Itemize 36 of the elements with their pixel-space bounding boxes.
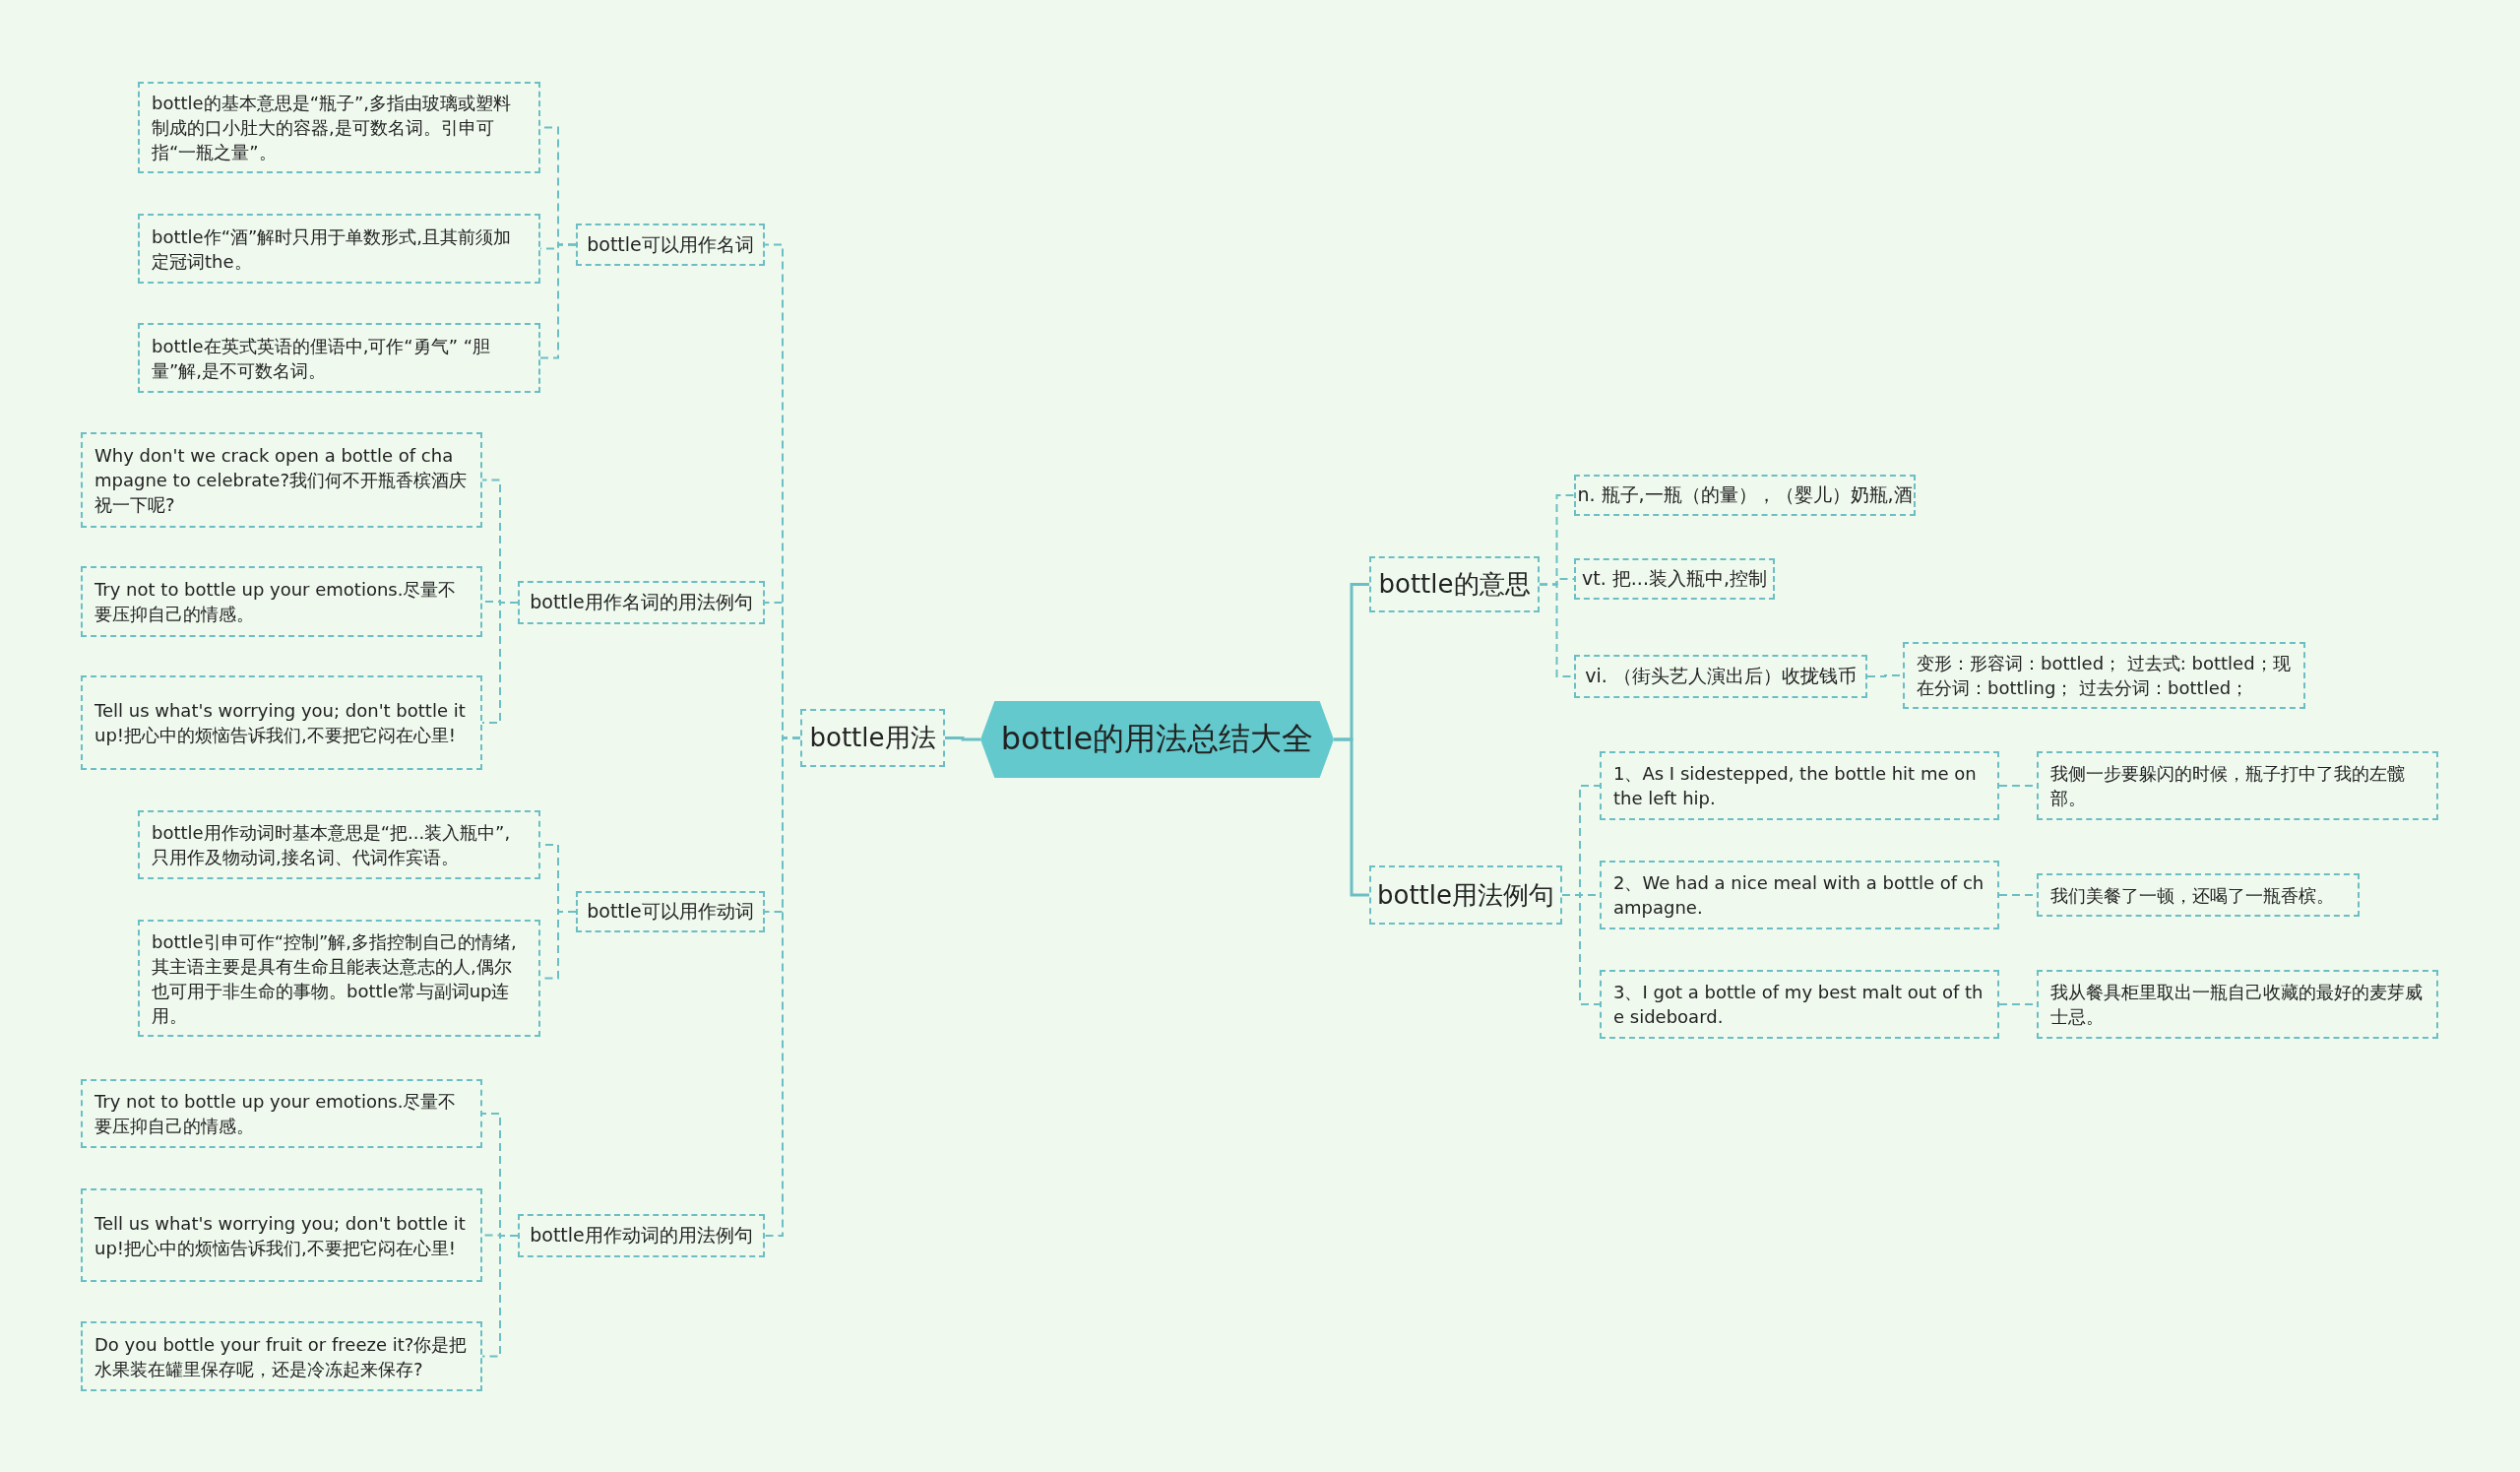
subtopic-box: bottle可以用作名词 — [576, 224, 765, 266]
subtopic-box: vi. （街头艺人演出后）收拢钱币 — [1574, 655, 1867, 698]
note-box: 2、We had a nice meal with a bottle of champagne. — [1600, 861, 1999, 929]
subtopic-box: bottle用作名词的用法例句 — [518, 581, 765, 624]
connector-line — [481, 602, 519, 724]
branch-topic: bottle的意思 — [1369, 556, 1540, 612]
subtopic-box: vt. 把...装入瓶中,控制 — [1574, 558, 1775, 600]
note-box: 我侧一步要躲闪的时候，瓶子打中了我的左髋部。 — [2037, 751, 2438, 820]
note-box: 我们美餐了一顿，还喝了一瓶香槟。 — [2037, 873, 2360, 917]
subtopic-box: n. 瓶子,一瓶（的量），（婴儿）奶瓶,酒 — [1574, 475, 1916, 516]
note-box: 变形：形容词：bottled； 过去式: bottled；现在分词：bottling； 过去分词：bottled； — [1903, 642, 2305, 709]
note-box: 1、As I sidestepped, the bottle hit me on the left hip. — [1600, 751, 1999, 820]
note-box: Tell us what's worrying you; don't bottle it up!把心中的烦恼告诉我们,不要把它闷在心里! — [81, 675, 482, 770]
note-box: bottle引申可作“控制”解,多指控制自己的情绪,其主语主要是具有生命且能表达意志的人,偶尔也可用于非生命的事物。bottle常与副词up连用。 — [138, 920, 540, 1037]
subtopic-box: bottle用作动词的用法例句 — [518, 1214, 765, 1257]
connector-line — [1561, 894, 1601, 1005]
note-box: bottle用作动词时基本意思是“把...装入瓶中”,只用作及物动词,接名词、代词作宾语。 — [138, 810, 540, 879]
note-box: Do you bottle your fruit or freeze it?你是把水果装在罐里保存呢，还是冷冻起来保存? — [81, 1321, 482, 1391]
connector-line — [1334, 737, 1369, 897]
branch-topic: bottle用法 — [800, 709, 945, 767]
connector-line — [481, 1235, 519, 1358]
note-box: Tell us what's worrying you; don't bottle it up!把心中的烦恼告诉我们,不要把它闷在心里! — [81, 1188, 482, 1282]
note-box: 我从餐具柜里取出一瓶自己收藏的最好的麦芽威士忌。 — [2037, 970, 2438, 1039]
note-box: bottle的基本意思是“瓶子”,多指由玻璃或塑料制成的口小肚大的容器,是可数名词。引申可指“一瓶之量”。 — [138, 82, 540, 173]
connector-line — [539, 243, 577, 359]
note-box: Try not to bottle up your emotions.尽量不要压抑自己的情感。 — [81, 566, 482, 637]
note-box: 3、I got a bottle of my best malt out of the sideboard. — [1600, 970, 1999, 1039]
connector-line — [764, 736, 801, 1237]
note-box: bottle作“酒”解时只用于单数形式,且其前须加定冠词the。 — [138, 214, 540, 284]
connector-line — [945, 736, 980, 741]
note-box: bottle在英式英语的俚语中,可作“勇气” “胆量”解,是不可数名词。 — [138, 323, 540, 393]
central-topic: bottle的用法总结大全 — [980, 701, 1334, 778]
note-box: Why don't we crack open a bottle of champagne to celebrate?我们何不开瓶香槟酒庆祝一下呢? — [81, 432, 482, 528]
branch-topic: bottle用法例句 — [1369, 865, 1562, 925]
note-box: Try not to bottle up your emotions.尽量不要压抑自己的情感。 — [81, 1079, 482, 1148]
subtopic-box: bottle可以用作动词 — [576, 891, 765, 932]
